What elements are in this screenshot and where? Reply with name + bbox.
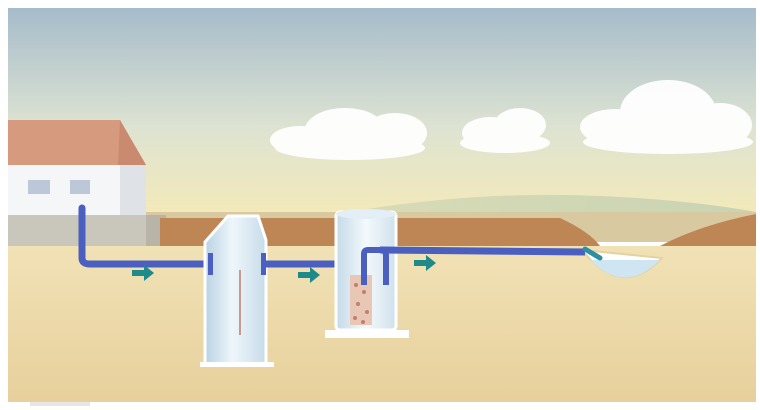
flow-arrow xyxy=(298,267,320,283)
cloud-middle xyxy=(460,108,550,153)
house-outlet-pipe xyxy=(78,204,216,268)
outlet-spout xyxy=(582,246,603,261)
cloud-left xyxy=(270,108,427,160)
topsoil-layer-right xyxy=(660,214,756,246)
caption-smudge xyxy=(30,402,90,406)
septic-tank xyxy=(200,214,274,367)
outlet-pipe xyxy=(379,246,586,256)
flow-arrow xyxy=(132,265,154,281)
filter-unit xyxy=(325,209,409,338)
ditch-water xyxy=(590,260,660,278)
flow-arrow xyxy=(414,255,436,271)
cloud-right xyxy=(580,80,753,154)
